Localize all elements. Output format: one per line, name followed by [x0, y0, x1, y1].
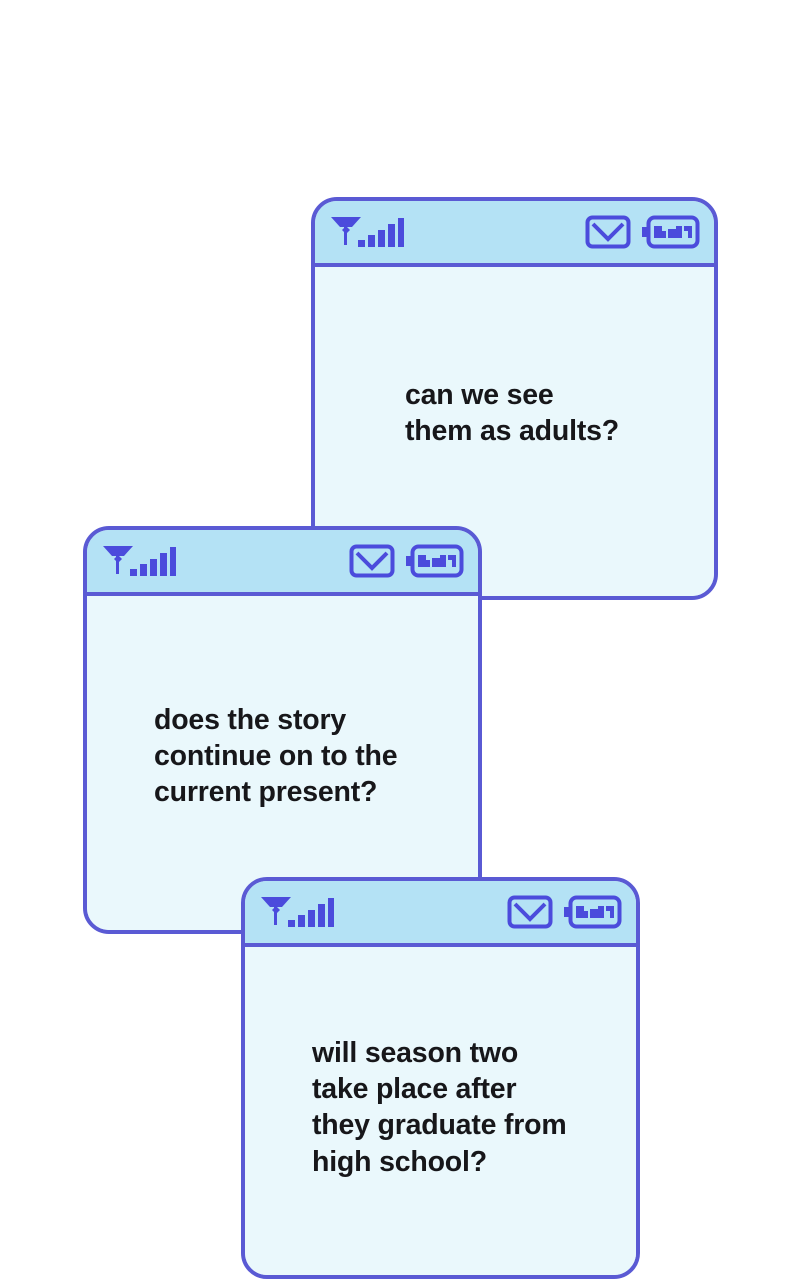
status-bar-left: [329, 213, 405, 251]
status-bar-right: [349, 544, 464, 578]
message-body: does the story continue on to the curren…: [87, 596, 478, 930]
phone-message-card[interactable]: does the story continue on to the curren…: [83, 526, 482, 934]
envelope-icon: [507, 895, 553, 929]
message-body: can we see them as adults?: [315, 267, 714, 596]
envelope-icon: [585, 215, 631, 249]
status-bar: [87, 530, 478, 596]
message-text: will season two take place after they gr…: [312, 1037, 567, 1178]
signal-bars-icon: [331, 217, 404, 247]
phone-message-card[interactable]: can we see them as adults?: [311, 197, 718, 600]
phone-message-card[interactable]: will season two take place after they gr…: [241, 877, 640, 1279]
envelope-icon: [349, 544, 395, 578]
status-bar: [245, 881, 636, 947]
battery-icon: [406, 544, 464, 578]
status-bar-right: [507, 895, 622, 929]
status-bar-left: [259, 893, 335, 931]
signal-bars-icon: [261, 897, 334, 927]
message-text: can we see them as adults?: [405, 379, 619, 448]
status-bar-right: [585, 215, 700, 249]
battery-icon: [642, 215, 700, 249]
message-body: will season two take place after they gr…: [245, 947, 636, 1275]
status-bar-left: [101, 542, 177, 580]
signal-bars-icon: [103, 546, 176, 576]
battery-icon: [564, 895, 622, 929]
message-text: does the story continue on to the curren…: [154, 704, 398, 809]
status-bar: [315, 201, 714, 267]
